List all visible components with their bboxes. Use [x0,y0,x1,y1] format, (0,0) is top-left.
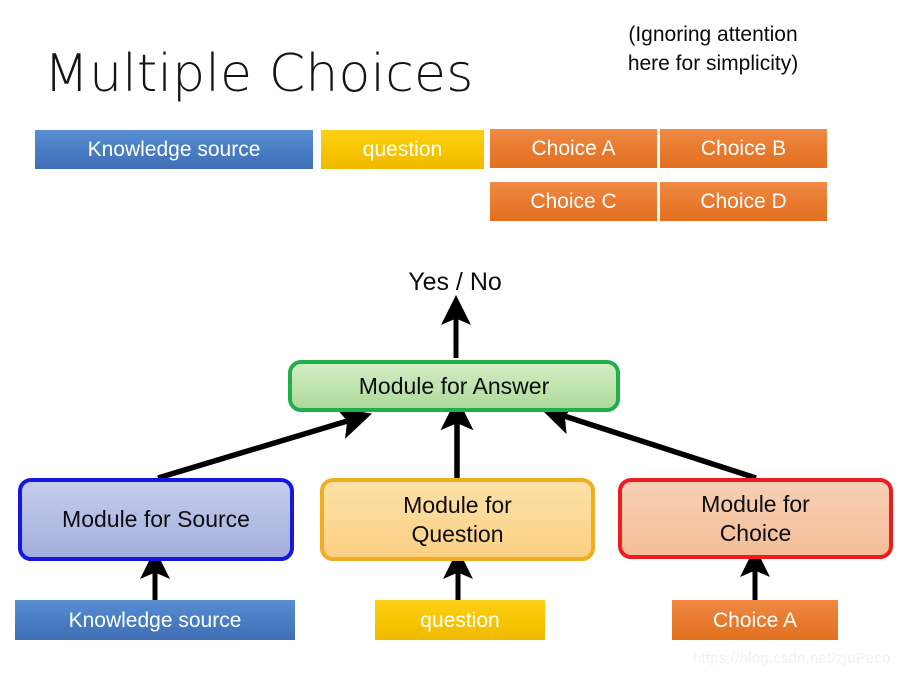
legend-chip-choice-b: Choice B [660,129,827,168]
legend-chip-choice-c: Choice C [490,182,657,221]
legend-chip-choice-a: Choice A [490,129,657,168]
module-question-label-line-1: Module for [403,491,512,518]
legend-chip-question: question [321,130,484,169]
page-title: Multiple Choices [44,44,474,104]
legend-chip-choice-d-label: Choice D [700,190,787,213]
legend-chip-choice-a-label: Choice A [531,137,616,160]
side-note: (Ignoring attention here for simplicity) [583,20,843,78]
input-chip-question-label: question [420,608,500,632]
module-choice-label-line-2: Choice [719,519,792,546]
module-choice: Module for Choice [618,478,893,559]
legend-chip-choice-b-label: Choice B [700,137,787,160]
input-chip-question: question [375,600,545,640]
module-question: Module for Question [320,478,595,561]
legend-chip-knowledge-source: Knowledge source [35,130,313,169]
legend-chip-choice-c-label: Choice C [530,190,617,213]
watermark: https://blog.csdn.net/zjuPeco [693,650,891,667]
legend-chip-knowledge-source-label: Knowledge source [87,138,261,161]
module-question-label-line-2: Question [411,520,504,547]
module-answer-label: Module for Answer [358,372,550,399]
legend-chip-choice-d: Choice D [660,182,827,221]
arrow-choice-to-answer [540,402,757,481]
input-chip-knowledge-source-label: Knowledge source [68,608,242,632]
input-chip-choice-a: Choice A [672,600,838,640]
output-label: Yes / No [408,268,502,296]
module-choice-label-line-1: Module for [701,490,810,517]
side-note-line-1: (Ignoring attention [628,23,798,46]
module-choice-label: Module for Choice [701,490,810,548]
module-source: Module for Source [18,478,294,561]
legend-chip-question-label: question [362,138,443,161]
side-note-line-2: here for simplicity) [627,52,799,75]
arrow-source-to-answer [157,407,372,481]
input-chip-choice-a-label: Choice A [712,608,798,632]
module-question-label: Module for Question [403,491,512,549]
module-answer: Module for Answer [288,360,620,412]
module-source-label: Module for Source [62,506,250,532]
input-chip-knowledge-source: Knowledge source [15,600,295,640]
